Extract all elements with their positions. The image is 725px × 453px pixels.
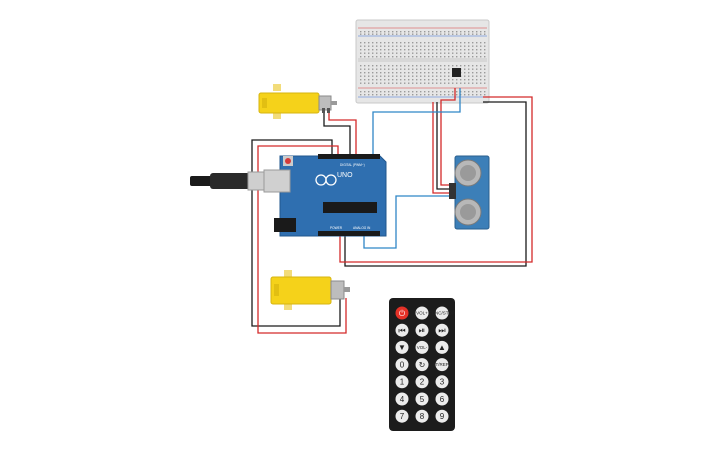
remote-key-label: VOL- [417, 345, 428, 350]
header-power-label: POWER [330, 226, 343, 230]
wire-black [344, 101, 527, 267]
remote-key-label: ⏯ [419, 326, 425, 335]
remote-key-2-1[interactable]: VOL- [415, 340, 429, 354]
remote-key-2-0[interactable]: ▼ [395, 340, 409, 354]
breadboard[interactable] [355, 19, 490, 104]
remote-key-label: 1 [400, 378, 405, 387]
remote-key-0-2[interactable]: FUNC/STOP [429, 306, 455, 320]
ultrasonic-sensor[interactable] [449, 155, 490, 230]
dc-motor-top[interactable] [258, 84, 337, 119]
wire-blue [363, 195, 456, 249]
usb-cable[interactable] [190, 171, 265, 191]
remote-key-label: ⏻ [399, 309, 406, 318]
remote-key-6-2[interactable]: 9 [435, 409, 449, 423]
dc-motor-bottom[interactable] [270, 270, 350, 310]
wire-red [257, 145, 347, 334]
remote-key-4-2[interactable]: 3 [435, 375, 449, 389]
arduino-uno[interactable]: UNO DIGITAL (PWM~) POWER ANALOG IN [263, 154, 387, 237]
remote-key-label: ▼ [398, 343, 406, 352]
wire-black [436, 102, 456, 190]
remote-key-4-1[interactable]: 2 [415, 375, 429, 389]
arduino-logo: UNO [315, 172, 353, 186]
remote-key-label: 7 [400, 412, 405, 421]
remote-key-label: 5 [420, 395, 425, 404]
remote-key-label: 0 [400, 360, 405, 369]
arduino-logo-text: UNO [337, 172, 353, 179]
remote-key-label: 4 [400, 395, 405, 404]
remote-key-5-0[interactable]: 4 [395, 392, 409, 406]
wire-blue [372, 88, 461, 157]
wire-red [432, 102, 456, 194]
remote-key-label: 2 [420, 378, 425, 387]
remote-key-6-0[interactable]: 7 [395, 409, 409, 423]
remote-key-label: ST/REPT [432, 362, 451, 367]
wire-red [440, 88, 456, 186]
remote-key-2-2[interactable]: ▲ [435, 340, 449, 354]
wire-red [328, 112, 357, 157]
remote-key-5-1[interactable]: 5 [415, 392, 429, 406]
remote-key-label: 8 [420, 412, 425, 421]
wire-black [251, 139, 341, 327]
wire-black [323, 112, 351, 157]
remote-key-3-2[interactable]: ST/REPT [432, 358, 452, 372]
remote-key-1-0[interactable]: ⏮ [395, 323, 409, 337]
remote-key-label: FUNC/STOP [429, 311, 455, 316]
remote-key-1-1[interactable]: ⏯ [415, 323, 429, 337]
remote-key-3-1[interactable]: ↻ [415, 358, 429, 372]
header-digital-label: DIGITAL (PWM~) [340, 163, 365, 167]
remote-key-label: 6 [440, 395, 445, 404]
remote-key-label: 3 [440, 378, 445, 387]
remote-key-label: ▲ [438, 343, 446, 352]
remote-key-label: ⏮ [398, 326, 405, 335]
remote-key-1-2[interactable]: ⏭ [435, 323, 449, 337]
wire-red [339, 96, 533, 263]
remote-key-3-0[interactable]: 0 [395, 358, 409, 372]
remote-key-label: ⏭ [438, 326, 445, 335]
ir-remote[interactable]: ⏻ VOL+FUNC/STOP ⏮ ⏯ ⏭ ▼ VOL- ▲ 0 ↻ ST/REPT 1 2 3 4 5 6 7 8… [389, 298, 455, 431]
remote-key-5-2[interactable]: 6 [435, 392, 449, 406]
remote-key-label: 9 [440, 412, 445, 421]
header-analog-label: ANALOG IN [353, 226, 371, 230]
remote-key-label: VOL+ [416, 311, 428, 316]
remote-key-0-0[interactable]: ⏻ [395, 306, 409, 320]
remote-key-label: ↻ [419, 360, 426, 369]
remote-key-4-0[interactable]: 1 [395, 375, 409, 389]
remote-key-0-1[interactable]: VOL+ [415, 306, 429, 320]
remote-key-6-1[interactable]: 8 [415, 409, 429, 423]
